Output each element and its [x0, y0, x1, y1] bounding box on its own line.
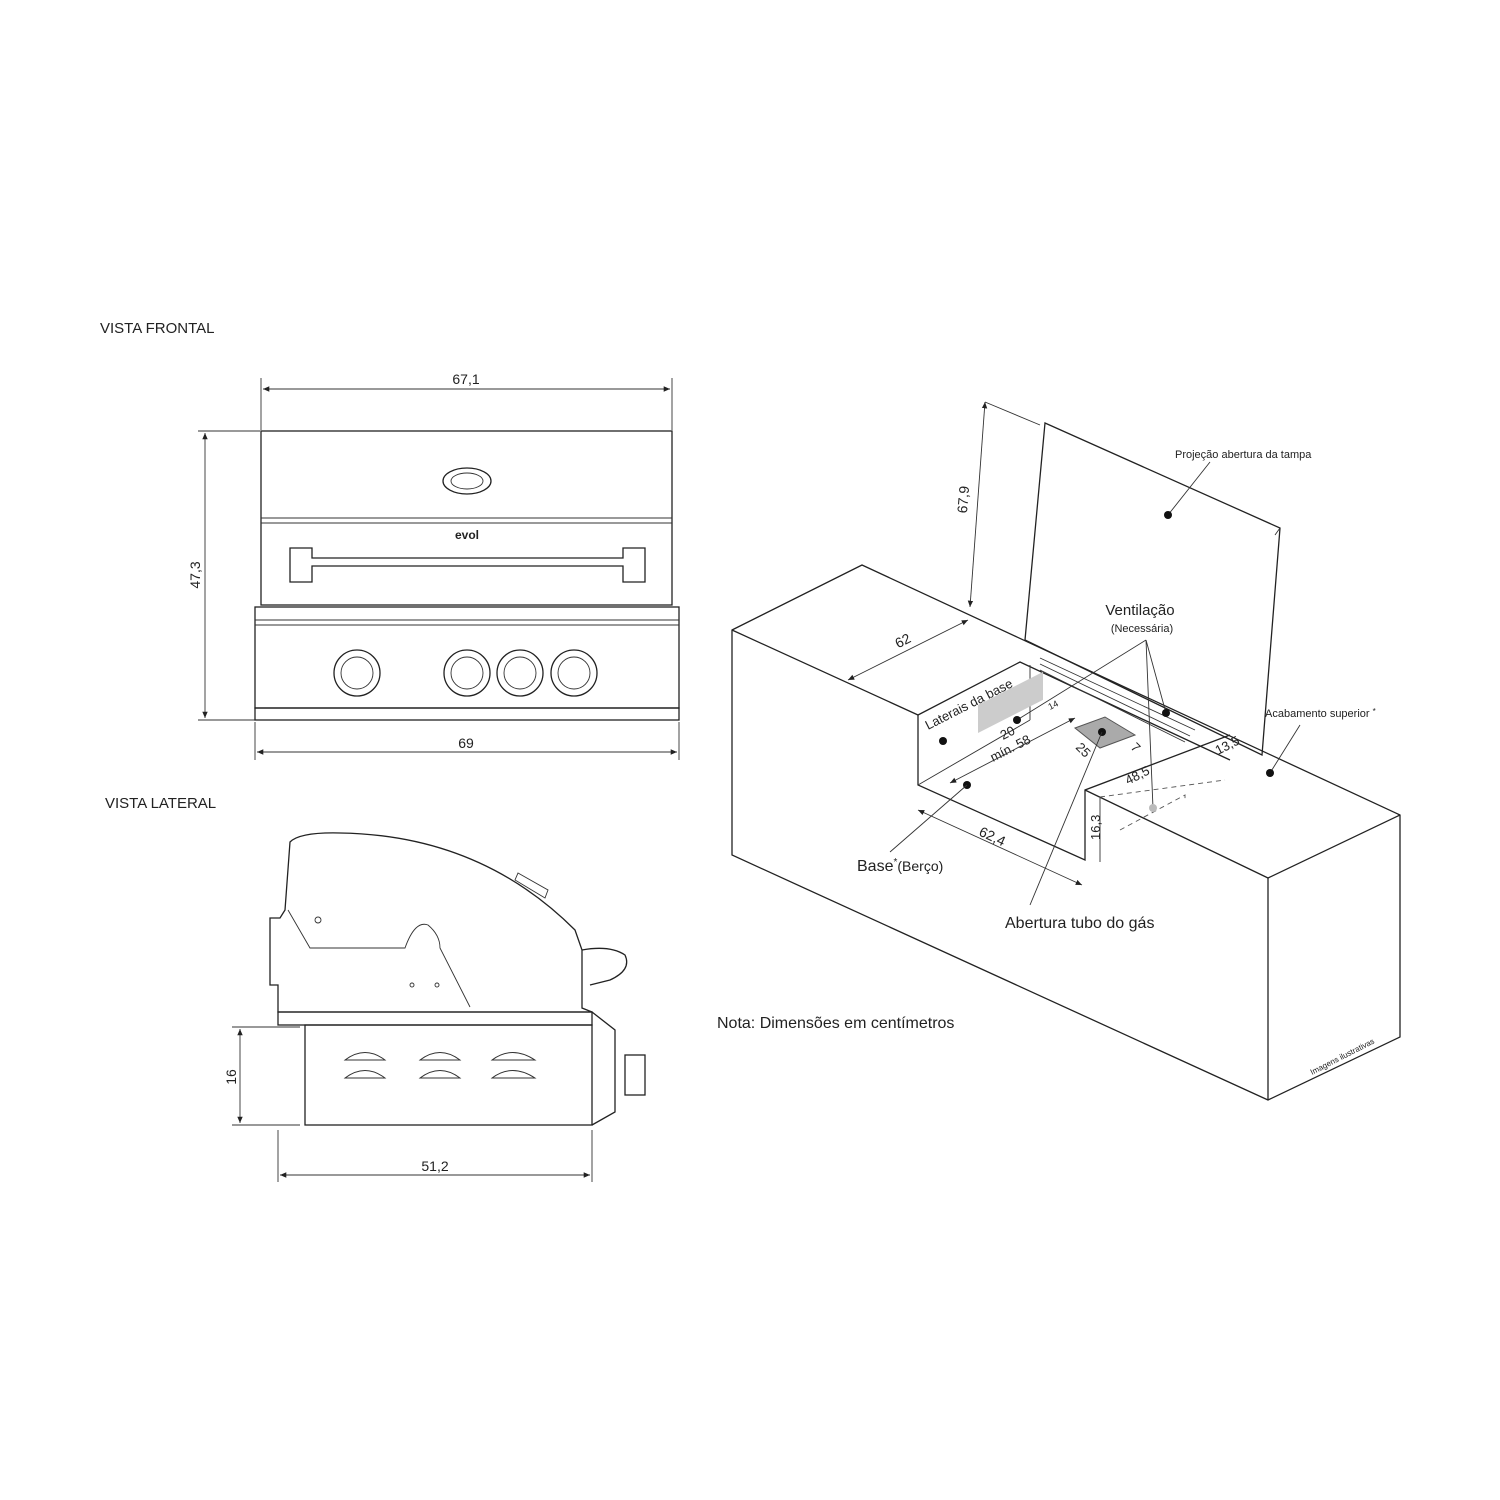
- counter-block: [731, 564, 1401, 1101]
- knob: [333, 649, 381, 697]
- control-knobs: [333, 649, 598, 697]
- lid-handle: [289, 547, 646, 583]
- side-vent-area: [978, 671, 1043, 734]
- gas-depth-label: 7: [1128, 740, 1144, 756]
- knob: [443, 649, 491, 697]
- width-top-label: 67,1: [452, 371, 479, 387]
- top-margin-label: 13,5: [1213, 733, 1242, 758]
- top-finish-label: Acabamento superior *: [1265, 707, 1376, 720]
- base-label: Base*(Berço): [857, 857, 943, 875]
- base-height-iso-label: 16,3: [1088, 815, 1103, 840]
- height-label: 47,3: [187, 561, 203, 588]
- lid-projection: [1024, 422, 1281, 757]
- vent-height-label: 14: [1046, 698, 1059, 711]
- side-view-title: VISTA LATERAL: [105, 795, 216, 812]
- vent-slots: [343, 1052, 537, 1079]
- units-note: Nota: Dimensões em centímetros: [717, 1015, 954, 1032]
- side-view: VISTA LATERAL 16 51,2: [105, 795, 646, 1182]
- lid-projection-label: Projeção abertura da tampa: [1175, 449, 1312, 461]
- knob: [496, 649, 544, 697]
- front-view-title: VISTA FRONTAL: [100, 320, 214, 337]
- base-height-label: 16: [223, 1069, 239, 1085]
- ventilation-note: (Necessária): [1111, 623, 1173, 635]
- gas-width-label: 25: [1073, 740, 1094, 761]
- side-lid: [269, 832, 593, 1013]
- side-base: [304, 1024, 593, 1126]
- lid-height-label: 67,9: [954, 485, 972, 514]
- brand-logo: evol: [455, 528, 479, 542]
- thermometer-icon: [442, 467, 492, 495]
- installation-view: 67,9 62 Projeção abertura da tampa Venti…: [731, 401, 1401, 1101]
- illustrative-note: Imagens ilustrativas: [1309, 1037, 1376, 1077]
- control-panel: [254, 606, 680, 709]
- ventilation-label: Ventilação: [1105, 602, 1174, 619]
- width-bottom-label: 69: [458, 735, 474, 751]
- front-view: VISTA FRONTAL 67,1 47,3 evol 69: [100, 320, 680, 760]
- base-width-label: 62,4: [977, 823, 1009, 849]
- gas-label: Abertura tubo do gás: [1005, 915, 1154, 932]
- counter-depth-label: 62: [892, 630, 913, 651]
- depth-label: 51,2: [421, 1158, 448, 1174]
- knob: [550, 649, 598, 697]
